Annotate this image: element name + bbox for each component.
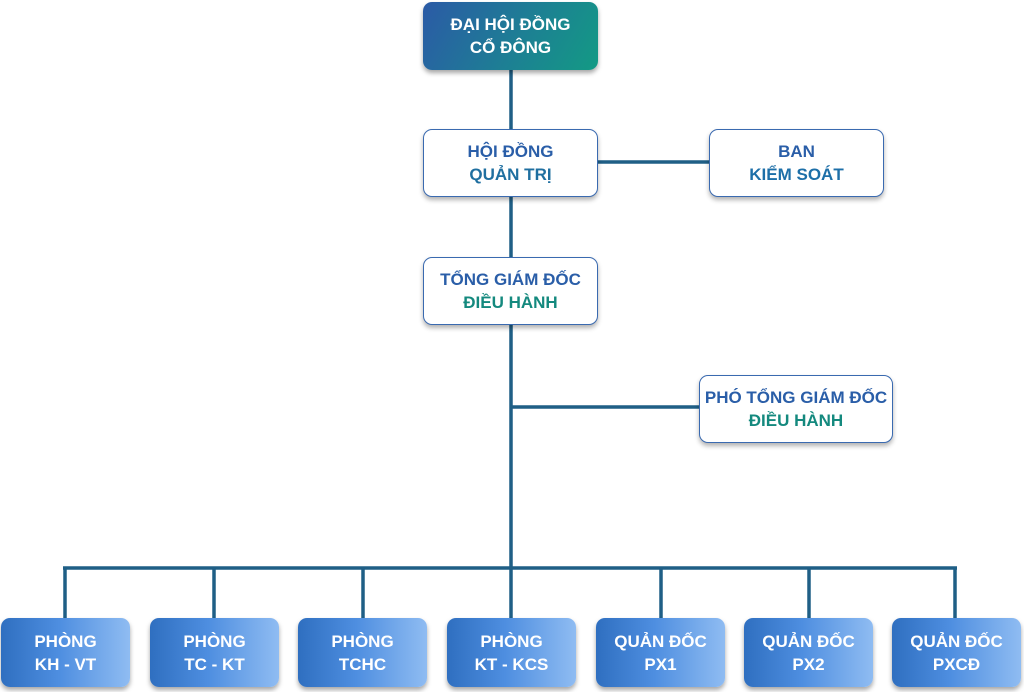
- node-dept-line2: PX2: [792, 654, 825, 674]
- node-dept-kh-vt: PHÒNG KH - VT: [1, 618, 130, 687]
- node-deputy-ceo-line1: PHÓ TỔNG GIÁM ĐỐC: [704, 388, 888, 407]
- node-foreman-px1: QUẢN ĐỐC PX1: [596, 618, 725, 687]
- node-deputy-ceo: PHÓ TỔNG GIÁM ĐỐC ĐIỀU HÀNH: [699, 375, 893, 443]
- node-board-of-directors-line1: HỘI ĐỒNG: [467, 142, 554, 161]
- node-supervisory-board-line1: BAN: [778, 142, 815, 161]
- node-board-of-directors-line2: QUẢN TRỊ: [469, 165, 552, 184]
- node-board-of-directors: HỘI ĐỒNG QUẢN TRỊ: [423, 129, 598, 197]
- node-dept-line2: KT - KCS: [474, 654, 549, 674]
- node-supervisory-board-line2: KIỂM SOÁT: [749, 165, 844, 184]
- node-dept-line2: PX1: [644, 654, 677, 674]
- node-deputy-ceo-line2: ĐIỀU HÀNH: [748, 411, 844, 430]
- node-dept-line1: PHÒNG: [331, 631, 394, 651]
- node-dept-line1: PHÒNG: [34, 631, 97, 651]
- node-dept-tc-kt: PHÒNG TC - KT: [150, 618, 279, 687]
- node-dept-line2: TCHC: [338, 654, 387, 674]
- node-ceo: TỔNG GIÁM ĐỐC ĐIỀU HÀNH: [423, 257, 598, 325]
- node-foreman-px2: QUẢN ĐỐC PX2: [744, 618, 873, 687]
- node-foreman-pxcd: QUẢN ĐỐC PXCĐ: [892, 618, 1021, 687]
- node-shareholders-meeting-line2: CỔ ĐÔNG: [469, 38, 552, 57]
- node-shareholders-meeting: ĐẠI HỘI ĐỒNG CỔ ĐÔNG: [423, 2, 598, 70]
- node-dept-line1: PHÒNG: [480, 631, 543, 651]
- node-dept-line2: TC - KT: [184, 654, 245, 674]
- node-dept-tchc: PHÒNG TCHC: [298, 618, 427, 687]
- node-dept-kt-kcs: PHÒNG KT - KCS: [447, 618, 576, 687]
- node-dept-line1: QUẢN ĐỐC: [614, 631, 707, 651]
- node-dept-line1: QUẢN ĐỐC: [762, 631, 855, 651]
- node-dept-line2: PXCĐ: [932, 654, 981, 674]
- node-ceo-line2: ĐIỀU HÀNH: [463, 293, 558, 312]
- node-dept-line1: PHÒNG: [183, 631, 246, 651]
- node-ceo-line1: TỔNG GIÁM ĐỐC: [440, 270, 581, 289]
- node-shareholders-meeting-line1: ĐẠI HỘI ĐỒNG: [450, 15, 571, 34]
- node-dept-line1: QUẢN ĐỐC: [910, 631, 1003, 651]
- node-supervisory-board: BAN KIỂM SOÁT: [709, 129, 884, 197]
- node-dept-line2: KH - VT: [34, 654, 97, 674]
